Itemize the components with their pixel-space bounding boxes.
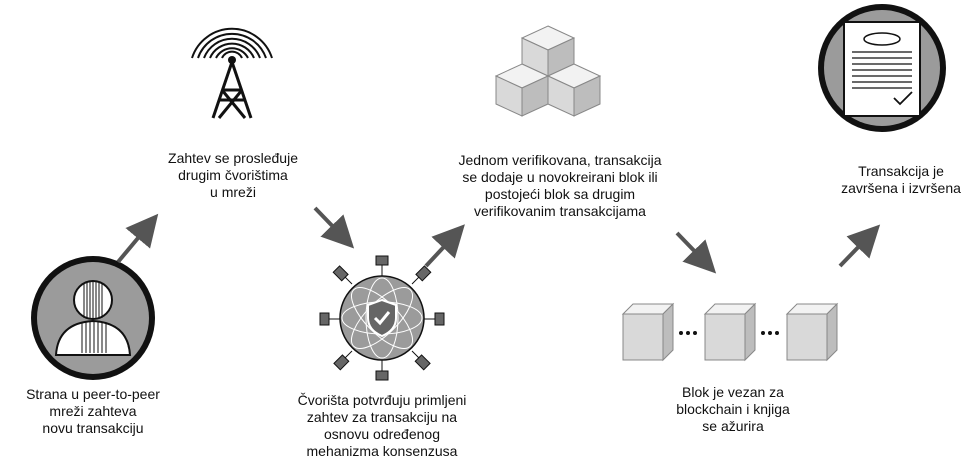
completed-document-icon	[812, 2, 952, 147]
step-2-label: Zahtev se prosleđuje drugim čvorištima u…	[168, 150, 298, 200]
stacked-cubes-icon	[488, 22, 613, 135]
arrow-4	[675, 231, 717, 274]
step-5-label: Blok je vezan za blockchain i knjiga se …	[676, 384, 790, 434]
step-3-label: Čvorišta potvrđuju primljeni zahtev za t…	[297, 392, 467, 459]
broadcast-tower-icon	[175, 6, 290, 126]
consensus-network-icon	[318, 254, 446, 387]
arrow-2	[313, 206, 355, 249]
step-1-label: Strana u peer-to-peer mreži zahteva novu…	[26, 386, 160, 436]
step-4-label: Jednom verifikovana, transakcija se doda…	[458, 152, 662, 219]
arrow-5	[838, 224, 881, 268]
step-6-label: Transakcija je završena i izvršena	[841, 163, 961, 196]
chained-blocks-icon	[618, 300, 848, 375]
user-avatar-icon	[28, 253, 158, 388]
